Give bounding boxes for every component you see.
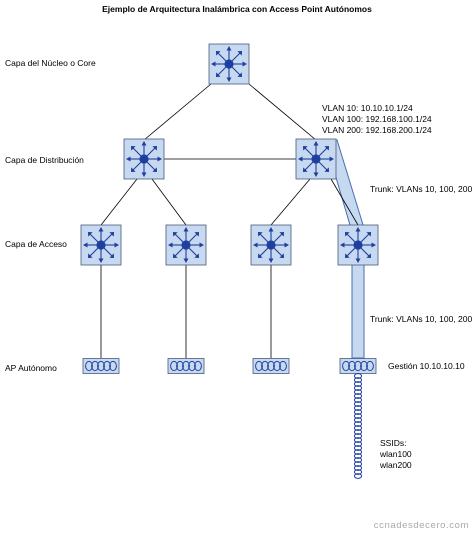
ssid-wlan100: wlan100 bbox=[379, 449, 412, 459]
ssid-wlan200: wlan200 bbox=[379, 460, 412, 470]
vlan-200-label: VLAN 200: 192.168.200.1/24 bbox=[322, 125, 432, 135]
vlan-10-label: VLAN 10: 10.10.10.1/24 bbox=[322, 103, 413, 113]
access-point-3-icon bbox=[252, 358, 290, 374]
access-switch-3-icon bbox=[250, 224, 292, 266]
ssids-heading: SSIDs: bbox=[380, 438, 406, 448]
distribution-switch-right-icon bbox=[295, 138, 337, 180]
link-dist-left-access-2 bbox=[151, 178, 187, 226]
trunk-label-upper: Trunk: VLANs 10, 100, 200 bbox=[370, 184, 472, 194]
access-switch-2-icon bbox=[165, 224, 207, 266]
link-dist-right-access-3 bbox=[270, 178, 311, 226]
links bbox=[100, 83, 359, 358]
link-core-dist-left bbox=[143, 83, 212, 141]
watermark: ccnadesdecero.com bbox=[374, 520, 469, 531]
access-switch-1-icon bbox=[80, 224, 122, 266]
layer-label-access: Capa de Acceso bbox=[5, 239, 67, 249]
trunk-label-lower: Trunk: VLANs 10, 100, 200 bbox=[370, 314, 472, 324]
link-dist-right-access-4 bbox=[330, 178, 359, 226]
access-point-4-icon bbox=[339, 358, 377, 374]
layer-label-ap: AP Autónomo bbox=[5, 363, 57, 373]
radio-wave-icon bbox=[353, 373, 363, 479]
management-ip-label: Gestión 10.10.10.10 bbox=[388, 361, 465, 371]
diagram-title: Ejemplo de Arquitectura Inalámbrica con … bbox=[102, 4, 372, 14]
access-point-2-icon bbox=[167, 358, 205, 374]
access-switch-4-icon bbox=[337, 224, 379, 266]
link-dist-left-access-1 bbox=[100, 178, 138, 226]
link-core-dist-right bbox=[248, 83, 317, 141]
vlan-100-label: VLAN 100: 192.168.100.1/24 bbox=[322, 114, 432, 124]
layer-label-distribution: Capa de Distribución bbox=[5, 155, 84, 165]
distribution-switch-left-icon bbox=[123, 138, 165, 180]
access-point-1-icon bbox=[82, 358, 120, 374]
layer-label-core: Capa del Núcleo o Core bbox=[5, 58, 96, 68]
core-switch-icon bbox=[208, 43, 250, 85]
